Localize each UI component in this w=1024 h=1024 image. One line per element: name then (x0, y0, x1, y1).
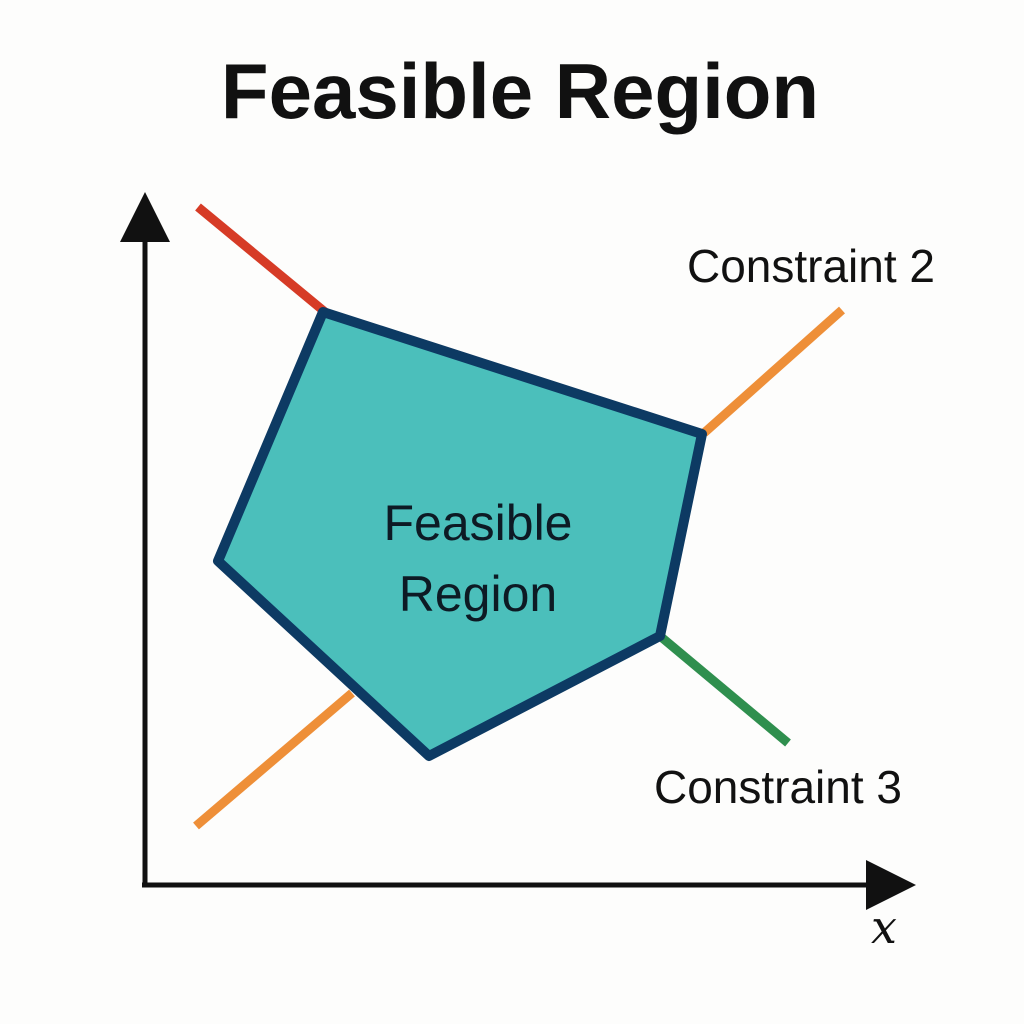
x-axis-label: x (871, 900, 897, 954)
region-label-line-2: Region (399, 566, 557, 622)
constraint-2-label: Constraint 2 (687, 240, 935, 292)
feasible-region-polygon (213, 307, 707, 761)
region-label-line-1: Feasible (384, 495, 573, 551)
constraint-3-label: Constraint 3 (654, 761, 902, 813)
constraint-2-line-lower (193, 689, 355, 830)
constraint-1-line (195, 203, 328, 316)
constraint-2-line-upper (701, 306, 845, 437)
constraint-3-line (657, 632, 791, 747)
diagram-title: Feasible Region (221, 47, 819, 135)
